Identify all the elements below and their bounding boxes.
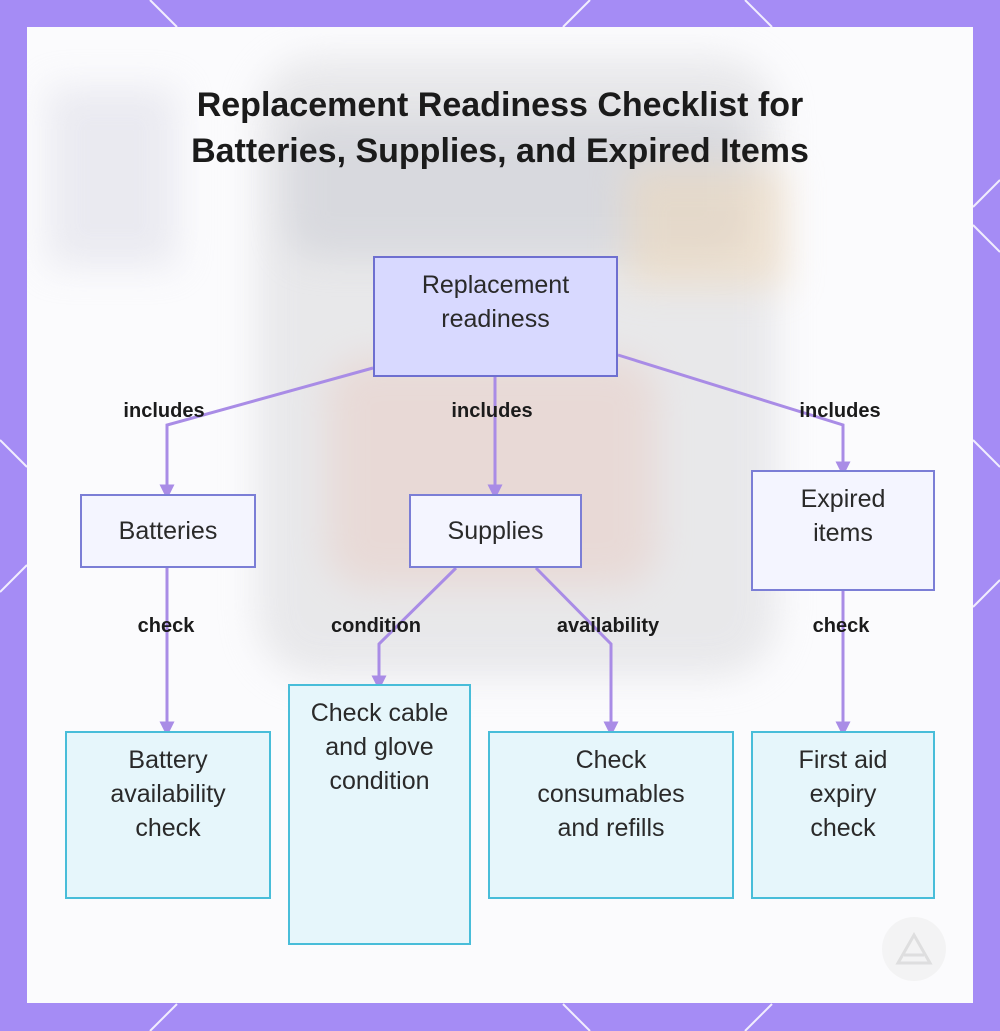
edge-label-includes: includes [123,399,204,423]
node-expired-items: Expired items [751,470,935,591]
node-label: First aid expiry check [783,743,903,845]
diagram-card: Replacement Readiness Checklist for Batt… [27,27,973,1003]
node-first-aid-expiry-check: First aid expiry check [751,731,935,899]
node-label: Batteries [119,514,218,548]
edge-label-check: check [138,614,195,638]
node-label: Battery availability check [93,743,243,845]
node-label: Check consumables and refills [516,743,706,845]
node-label: Supplies [448,514,544,548]
node-label: Check cable and glove condition [310,696,450,798]
node-check-consumables-and-refills: Check consumables and refills [488,731,734,899]
edge-label-check: check [813,614,870,638]
edge-label-includes: includes [451,399,532,423]
node-battery-availability-check: Battery availability check [65,731,271,899]
node-check-cable-and-glove-condition: Check cable and glove condition [288,684,471,945]
edge-label-includes: includes [799,399,880,423]
node-batteries: Batteries [80,494,256,568]
edge-label-availability: availability [557,614,659,638]
edge-label-condition: condition [331,614,421,638]
node-label: Expired items [783,482,903,550]
watermark-logo [882,917,946,981]
edge-supplies-availability [536,568,611,729]
node-supplies: Supplies [409,494,582,568]
node-label: Replacement readiness [401,268,591,336]
node-replacement-readiness: Replacement readiness [373,256,618,377]
edge-root-batteries [167,368,373,492]
